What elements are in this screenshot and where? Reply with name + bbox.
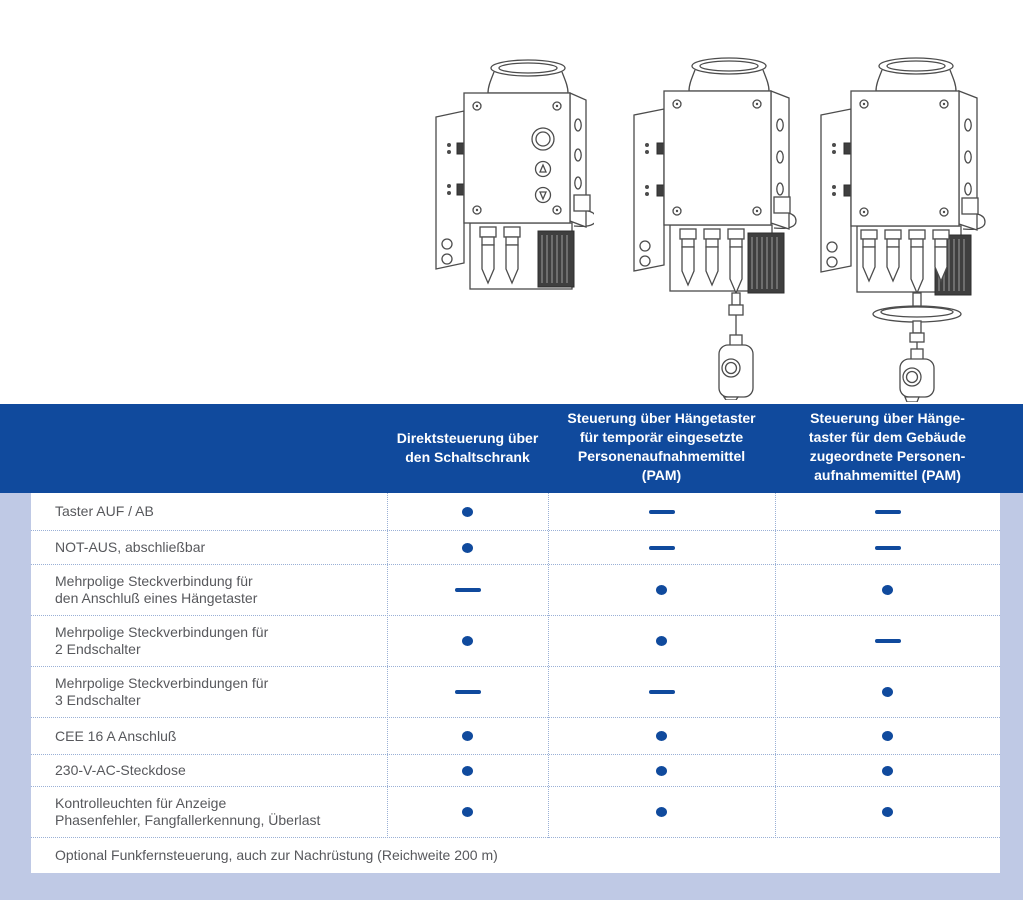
column-divider <box>387 493 388 838</box>
value-cell <box>775 546 1000 550</box>
value-cell <box>387 636 548 646</box>
value-cell <box>775 585 1000 595</box>
mount-plate <box>633 108 665 272</box>
plug-connectors <box>860 229 950 295</box>
down-button <box>534 186 552 204</box>
column-header-pendant-temporary: Steuerung über Hängetaster für temporär … <box>567 410 756 483</box>
value-cell <box>387 543 548 553</box>
value-cell <box>548 510 775 514</box>
hoist-drawing-pendant-temporary <box>624 53 806 400</box>
table-header-band: Direktsteuerung über den Schaltschrank S… <box>0 404 1023 493</box>
pendant-button <box>902 367 922 387</box>
hoist-drawing-direct-control <box>428 55 594 307</box>
row-label: Mehrpolige Steckverbindungen für 3 Endsc… <box>55 675 269 708</box>
value-cell <box>387 766 548 776</box>
value-cell <box>387 690 548 694</box>
value-cell <box>548 766 775 776</box>
table-row: NOT-AUS, abschließbar <box>31 531 1000 565</box>
mount-plate <box>435 110 465 270</box>
hoist-direct-control-svg <box>435 59 594 290</box>
up-button <box>534 160 552 178</box>
top-collar <box>487 59 569 94</box>
control-box <box>463 92 591 228</box>
main-button <box>531 127 555 151</box>
row-label: 230-V-AC-Steckdose <box>55 762 186 778</box>
table-row: CEE 16 A Anschluß <box>31 718 1000 755</box>
value-cell <box>548 731 775 741</box>
table-row: Mehrpolige Steckverbindungen für 3 Endsc… <box>31 667 1000 718</box>
value-cell <box>548 585 775 595</box>
table-row: Taster AUF / AB <box>31 493 1000 531</box>
value-cell <box>775 766 1000 776</box>
column-divider <box>775 493 776 838</box>
value-cell <box>775 807 1000 817</box>
feature-comparison-table: Taster AUF / AB NOT-AUS, abschließbar Me… <box>31 493 1000 873</box>
column-divider <box>548 493 549 838</box>
hoist-drawing-pendant-building <box>813 53 1005 402</box>
pendant-control <box>718 292 754 400</box>
value-cell <box>387 731 548 741</box>
value-cell <box>548 636 775 646</box>
value-cell <box>775 510 1000 514</box>
value-cell <box>775 639 1000 643</box>
bottom-assembly <box>669 211 797 295</box>
value-cell <box>387 807 548 817</box>
bottom-assembly <box>856 212 986 296</box>
top-collar <box>875 57 957 92</box>
pendant-control <box>899 342 935 402</box>
table-row: Mehrpolige Steckverbindung für den Ansch… <box>31 565 1000 616</box>
value-cell <box>387 588 548 592</box>
strain-relief-disc <box>872 292 962 343</box>
row-label: Kontrolleuchten für Anzeige Phasenfehler… <box>55 795 321 828</box>
value-cell <box>548 807 775 817</box>
row-label: Mehrpolige Steckverbindungen für 2 Endsc… <box>55 624 269 657</box>
control-box <box>663 90 791 230</box>
row-label: CEE 16 A Anschluß <box>55 727 177 744</box>
pendant-button <box>721 358 741 378</box>
column-header-direct-control: Direktsteuerung über den Schaltschrank <box>396 430 539 465</box>
column-header-pendant-building: Steuerung über Hänge- taster für dem Geb… <box>808 410 967 483</box>
control-box <box>850 90 979 231</box>
plug-connectors <box>679 228 745 295</box>
table-row: Mehrpolige Steckverbindungen für 2 Endsc… <box>31 616 1000 667</box>
mount-plate <box>820 108 852 273</box>
value-cell <box>548 546 775 550</box>
row-label: Taster AUF / AB <box>55 503 154 519</box>
value-cell <box>775 687 1000 697</box>
value-cell <box>387 507 548 517</box>
plug-connectors <box>479 226 521 285</box>
hoist-pendant-building-svg <box>820 57 986 402</box>
top-collar <box>688 57 770 92</box>
table-row: 230-V-AC-Steckdose <box>31 755 1000 787</box>
hoist-pendant-temporary-svg <box>633 57 797 400</box>
bottom-assembly <box>469 209 594 290</box>
row-label: Mehrpolige Steckverbindung für den Ansch… <box>55 573 258 606</box>
table-row: Kontrolleuchten für Anzeige Phasenfehler… <box>31 787 1000 838</box>
value-cell <box>548 690 775 694</box>
optional-feature-row: Optional Funkfernsteuerung, auch zur Nac… <box>55 847 498 863</box>
value-cell <box>775 731 1000 741</box>
row-label: NOT-AUS, abschließbar <box>55 539 206 555</box>
